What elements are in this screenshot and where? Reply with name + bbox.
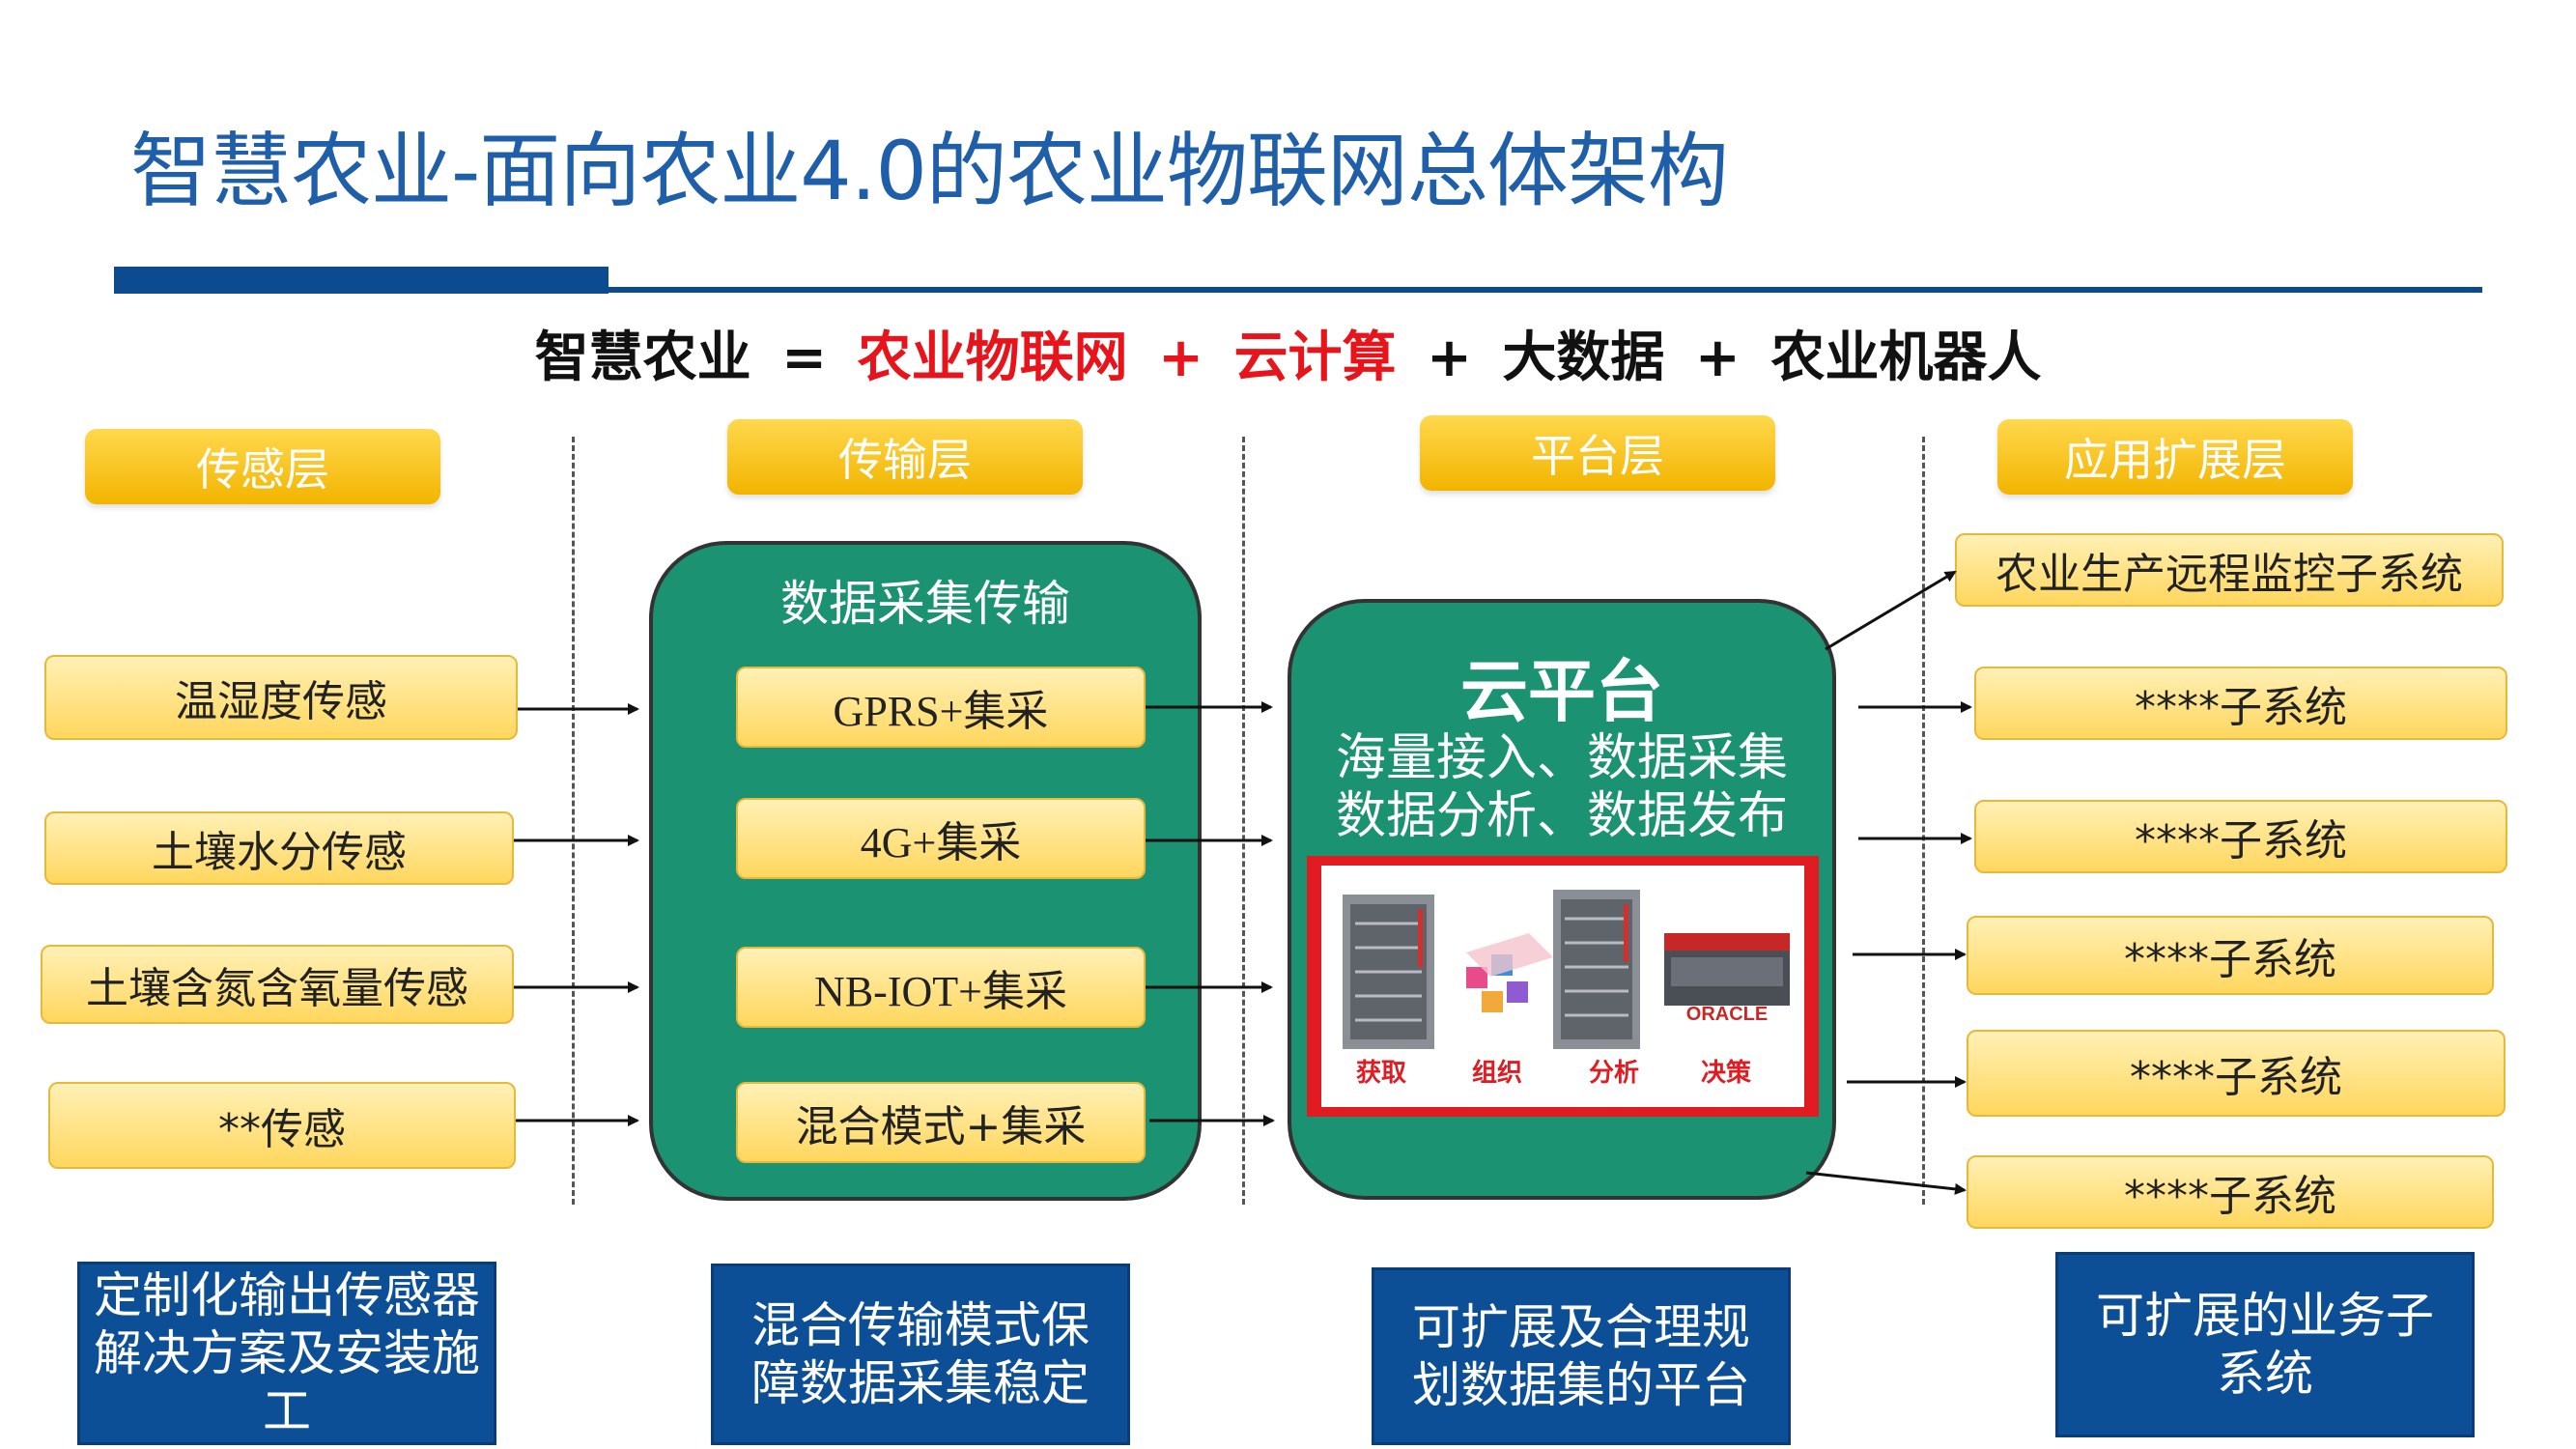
layer-divider	[1922, 437, 1925, 1205]
formula-plus: +	[1158, 327, 1203, 389]
layer-header-platform: 平台层	[1420, 415, 1775, 491]
app-subsystem: ****子系统	[1967, 916, 2494, 995]
sensor-soil-moisture: 土壤水分传感	[44, 811, 514, 885]
formula: 智慧农业 = 农业物联网 + 云计算 + 大数据 + 农业机器人	[0, 314, 2576, 392]
transmission-gprs: GPRS+集采	[736, 667, 1146, 748]
app-remote-monitoring: 农业生产远程监控子系统	[1955, 533, 2504, 607]
layer-header-transmission: 传输层	[727, 419, 1083, 495]
sensor-soil-nitrogen-oxygen: 土壤含氮含氧量传感	[41, 945, 514, 1024]
cloud-caption-analyze: 分析	[1588, 1059, 1639, 1088]
server-graphics: ORACLE	[1343, 890, 1790, 1049]
page-title: 智慧农业-面向农业4.0的农业物联网总体架构	[130, 124, 1729, 218]
title-underline	[114, 287, 2482, 293]
app-subsystem: ****子系统	[1967, 1030, 2505, 1117]
sensor-temperature-humidity: 温湿度传感	[44, 655, 518, 740]
formula-plus: +	[1427, 327, 1472, 389]
summary-platform: 可扩展及合理规划数据集的平台	[1372, 1267, 1791, 1445]
cloud-platform-line: 海量接入、数据采集	[1335, 729, 1788, 787]
sensor-other: **传感	[48, 1082, 516, 1169]
cloud-server-illustration-inner: ORACLE	[1321, 866, 1804, 1107]
arrow	[1805, 1171, 1967, 1195]
app-subsystem: ****子系统	[1967, 1155, 2494, 1229]
cloud-caption-decide: 决策	[1700, 1059, 1751, 1088]
cloud-caption-acquire: 获取	[1355, 1059, 1406, 1088]
app-subsystem: ****子系统	[1974, 800, 2507, 873]
formula-term-bigdata: 大数据	[1502, 327, 1665, 389]
summary-sensing: 定制化输出传感器解决方案及安装施工	[77, 1262, 496, 1445]
formula-equals: =	[781, 327, 828, 389]
formula-term-cloud: 云计算	[1233, 327, 1397, 389]
cloud-platform-title: 云平台	[1460, 652, 1663, 731]
app-subsystem: ****子系统	[1974, 667, 2507, 740]
summary-application: 可扩展的业务子系统	[2055, 1252, 2475, 1437]
formula-term-smart-agriculture: 智慧农业	[534, 327, 751, 389]
cloud-caption-organize: 组织	[1471, 1059, 1522, 1088]
oracle-logo: ORACLE	[1686, 1004, 1768, 1025]
arrow	[1825, 570, 1957, 651]
layer-divider	[1242, 437, 1245, 1205]
layer-header-sensing: 传感层	[85, 429, 440, 504]
summary-transmission: 混合传输模式保障数据采集稳定	[711, 1264, 1130, 1445]
transmission-hybrid: 混合模式+集采	[736, 1082, 1146, 1163]
layer-divider	[572, 437, 575, 1205]
server-rack-icon	[1343, 895, 1434, 1049]
oracle-server-icon: ORACLE	[1664, 933, 1790, 1025]
cloud-platform-line: 数据分析、数据发布	[1335, 787, 1788, 845]
formula-plus: +	[1694, 327, 1741, 389]
data-cubes-icon	[1466, 933, 1553, 1012]
transmission-panel-title: 数据采集传输	[780, 576, 1070, 632]
formula-term-iot: 农业物联网	[857, 327, 1128, 389]
formula-term-robot: 农业机器人	[1770, 327, 2042, 389]
transmission-nb-iot: NB-IOT+集采	[736, 947, 1146, 1028]
server-rack-icon	[1553, 890, 1640, 1049]
transmission-4g: 4G+集采	[736, 798, 1146, 879]
layer-header-application: 应用扩展层	[1997, 419, 2353, 495]
